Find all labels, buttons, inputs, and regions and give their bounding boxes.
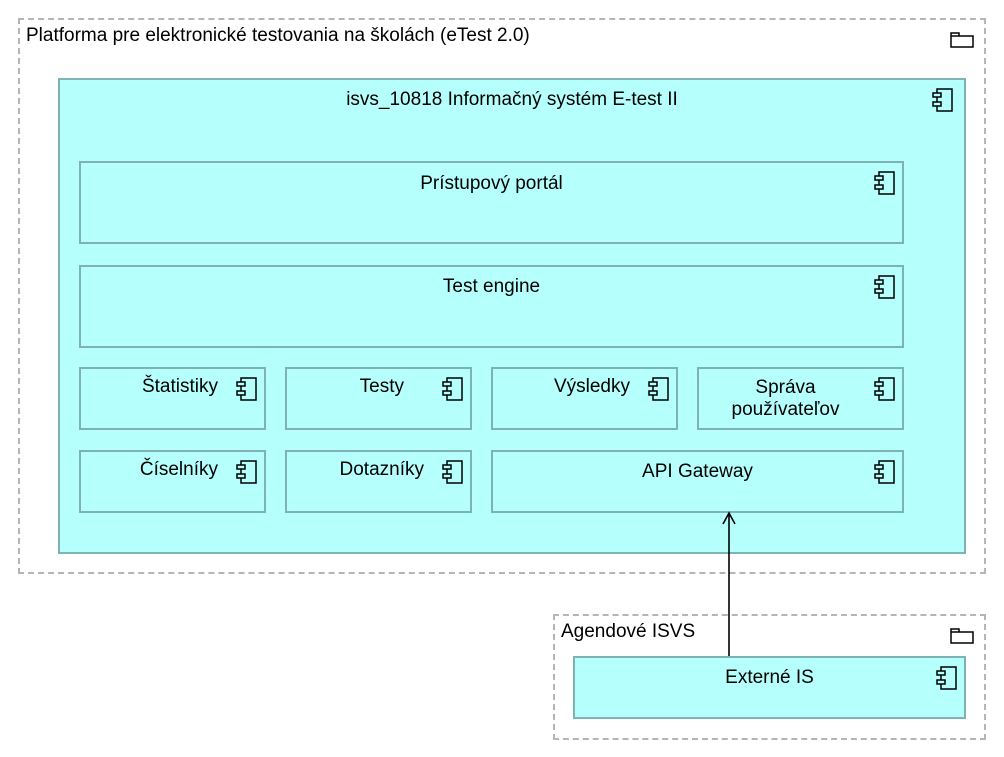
component-title: Správa používateľov	[699, 377, 872, 421]
component-vysledky: Výsledky	[491, 367, 678, 430]
component-title: API Gateway	[642, 461, 753, 482]
component-title: Dotazníky	[339, 459, 424, 480]
platform-package-title: Platforma pre elektronické testovania na…	[26, 25, 530, 46]
component-title-line: používateľov	[731, 399, 840, 420]
component-statistiky: Štatistiky	[79, 367, 266, 430]
component-ciselniky: Číselníky	[79, 450, 266, 513]
agendove-isvs-package-title: Agendové ISVS	[561, 621, 696, 642]
component-title: Test engine	[442, 276, 541, 297]
component-externe-is: Externé IS	[573, 656, 966, 719]
component-api-gateway: API Gateway	[491, 450, 904, 513]
component-title: Prístupový portál	[420, 173, 563, 194]
component-testy: Testy	[285, 367, 472, 430]
component-title: Externé IS	[725, 667, 814, 688]
component-icon	[874, 171, 895, 195]
component-icon	[442, 377, 463, 401]
component-title-line: Správa	[755, 377, 816, 398]
component-test-engine: Test engine	[79, 265, 904, 348]
component-icon	[874, 460, 895, 484]
component-sprava-pouzivatelov: Správa používateľov	[697, 367, 904, 430]
component-icon	[236, 460, 257, 484]
system-component-title: isvs_10818 Informačný systém E-test II	[346, 89, 678, 110]
component-icon	[236, 377, 257, 401]
component-icon	[442, 460, 463, 484]
component-title: Číselníky	[139, 459, 218, 480]
component-title: Výsledky	[553, 376, 630, 397]
component-icon	[648, 377, 669, 401]
component-dotazniky: Dotazníky	[285, 450, 472, 513]
component-title: Štatistiky	[141, 376, 218, 397]
folder-icon	[950, 32, 974, 48]
folder-icon	[950, 628, 974, 644]
component-pristupovy-portal: Prístupový portál	[79, 161, 904, 244]
component-icon	[932, 88, 953, 112]
component-title: Testy	[359, 376, 404, 397]
component-icon	[874, 377, 895, 401]
component-icon	[874, 275, 895, 299]
component-icon	[936, 666, 957, 690]
